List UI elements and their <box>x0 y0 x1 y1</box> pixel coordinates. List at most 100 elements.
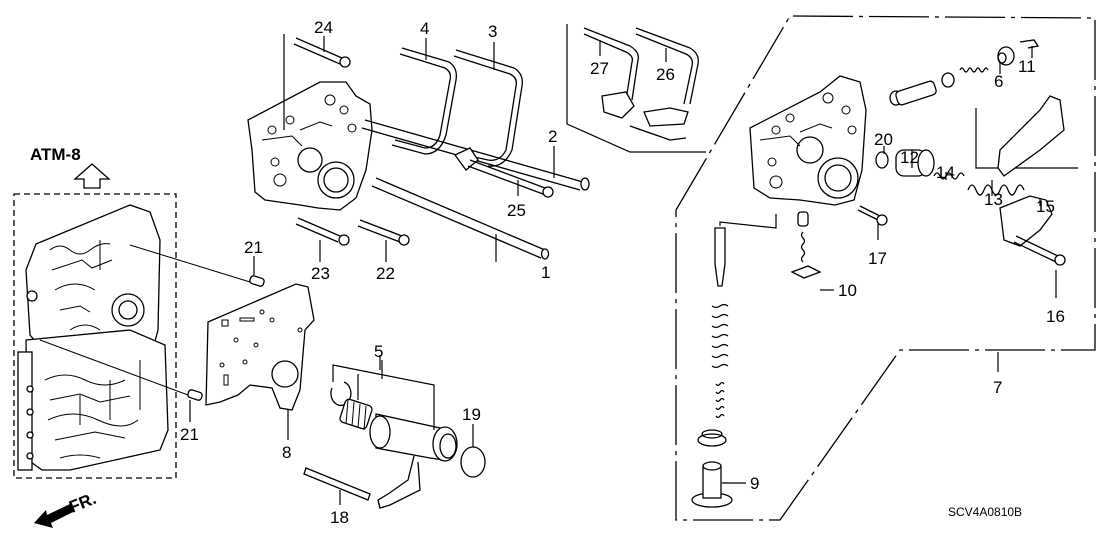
o-ring-19[interactable] <box>460 446 486 478</box>
long-pipe-1[interactable] <box>371 177 546 259</box>
snap-ring-20[interactable] <box>875 151 889 169</box>
shaft-5[interactable] <box>369 413 458 509</box>
bolt-22[interactable] <box>357 219 403 243</box>
regulator-spring-outer[interactable] <box>711 303 729 369</box>
detent-bracket[interactable] <box>997 95 1065 177</box>
spring-seat[interactable] <box>697 429 727 447</box>
spring-13[interactable] <box>967 184 1025 196</box>
callout-8[interactable]: 8 <box>282 443 291 462</box>
regulator-valve-body[interactable] <box>247 81 373 211</box>
valve-body-hole <box>26 431 34 439</box>
callout-23[interactable]: 23 <box>311 264 330 283</box>
pipe-4-outer <box>391 47 457 155</box>
callout-20[interactable]: 20 <box>874 130 893 149</box>
callout-18[interactable]: 18 <box>330 508 349 527</box>
figure-code: SCV4A0810B <box>948 505 1022 519</box>
valve-body-hole <box>26 452 34 460</box>
pin-18[interactable] <box>303 467 371 501</box>
callout-2[interactable]: 2 <box>548 127 557 146</box>
bolt-16-head <box>1054 254 1066 266</box>
shift-valve-spool[interactable] <box>889 72 955 106</box>
callout-1[interactable]: 1 <box>541 263 550 282</box>
callout-12[interactable]: 12 <box>900 148 919 167</box>
plate-10[interactable] <box>790 265 822 279</box>
callout-6[interactable]: 6 <box>994 72 1003 91</box>
valve-body-bore-inner <box>118 300 138 320</box>
callout-19[interactable]: 19 <box>462 405 481 424</box>
valve-body-hole <box>26 385 34 393</box>
up-arrow-outline-icon <box>73 163 111 189</box>
pipe-1-end <box>540 248 550 260</box>
plate-holes <box>219 309 303 386</box>
callout-5[interactable]: 5 <box>374 342 383 361</box>
callout-22[interactable]: 22 <box>376 264 395 283</box>
bolt-16[interactable] <box>1013 235 1059 263</box>
pipe-3[interactable] <box>453 55 518 161</box>
bolt-23[interactable] <box>295 217 341 243</box>
reference-label[interactable]: ATM-8 <box>30 145 81 164</box>
bolt-17[interactable] <box>857 205 881 221</box>
servo-assembly-outline <box>675 15 1096 521</box>
needle-bearing-5[interactable] <box>339 398 373 431</box>
left-down-arrow-filled-icon <box>34 504 73 528</box>
pipe-26[interactable] <box>635 27 699 105</box>
clip-11[interactable] <box>1019 39 1040 49</box>
regulator-details <box>261 94 357 187</box>
callout-21-lower[interactable]: 21 <box>180 425 199 444</box>
pipe-27[interactable] <box>583 27 639 101</box>
pipe-4[interactable] <box>394 53 452 149</box>
dowel-pin-21-upper[interactable] <box>249 275 265 287</box>
callout-26[interactable]: 26 <box>656 65 675 84</box>
valve-body-passages <box>44 240 141 459</box>
servo-piston-12[interactable] <box>895 149 935 177</box>
callout-16[interactable]: 16 <box>1046 307 1065 326</box>
callout-11[interactable]: 11 <box>1018 57 1036 76</box>
callout-21-upper[interactable]: 21 <box>244 238 263 257</box>
regulator-spool[interactable] <box>714 227 726 287</box>
check-valve-spring[interactable] <box>800 231 806 263</box>
regulator-spring-inner[interactable] <box>715 381 725 419</box>
pipe-27-clamp <box>601 91 635 119</box>
separator-plate-8[interactable] <box>205 283 315 411</box>
spring-14[interactable] <box>933 172 965 180</box>
shift-valve-spring[interactable] <box>959 67 989 73</box>
regulator-ring <box>297 147 323 173</box>
bolt-23-head <box>338 234 350 246</box>
callout-17[interactable]: 17 <box>868 249 887 268</box>
callout-25[interactable]: 25 <box>507 201 526 220</box>
reaction-plunger-9[interactable] <box>691 461 733 508</box>
callout-15[interactable]: 15 <box>1036 197 1055 216</box>
callout-9[interactable]: 9 <box>750 474 759 493</box>
servo-cover-15[interactable] <box>999 195 1053 247</box>
bolt-22-head <box>398 234 410 246</box>
plate-bore <box>271 360 299 388</box>
valve-body-hole <box>26 408 34 416</box>
servo-body-group <box>675 15 1096 521</box>
separator-plate-group <box>39 244 315 411</box>
callout-10[interactable]: 10 <box>838 281 857 300</box>
dowel-pin-21-lower[interactable] <box>187 389 203 401</box>
bolt-24[interactable] <box>293 37 343 65</box>
callout-24[interactable]: 24 <box>314 18 333 37</box>
reference-group[interactable]: ATM-8 <box>30 145 111 189</box>
callout-4[interactable]: 4 <box>420 19 429 38</box>
check-valve[interactable] <box>797 211 809 227</box>
bracket-inset-frame <box>975 108 1078 169</box>
callout-14[interactable]: 14 <box>936 163 955 182</box>
leader-line <box>719 214 777 229</box>
main-valve-body-group <box>13 193 177 479</box>
callout-3[interactable]: 3 <box>488 22 497 41</box>
pipe-3-outer <box>455 49 523 167</box>
main-valve-body-lower-plate[interactable] <box>25 329 169 471</box>
servo-ring <box>796 136 824 164</box>
callout-13[interactable]: 13 <box>984 190 1003 209</box>
regulator-bore-inner <box>323 167 349 193</box>
callout-7[interactable]: 7 <box>993 378 1002 397</box>
regulator-valve-body-group <box>189 34 590 440</box>
valve-body-hole <box>26 290 38 302</box>
bolt-25[interactable] <box>467 159 546 195</box>
plug-6[interactable] <box>997 46 1015 66</box>
bolt-25-head <box>542 186 554 198</box>
callout-27[interactable]: 27 <box>590 59 609 78</box>
